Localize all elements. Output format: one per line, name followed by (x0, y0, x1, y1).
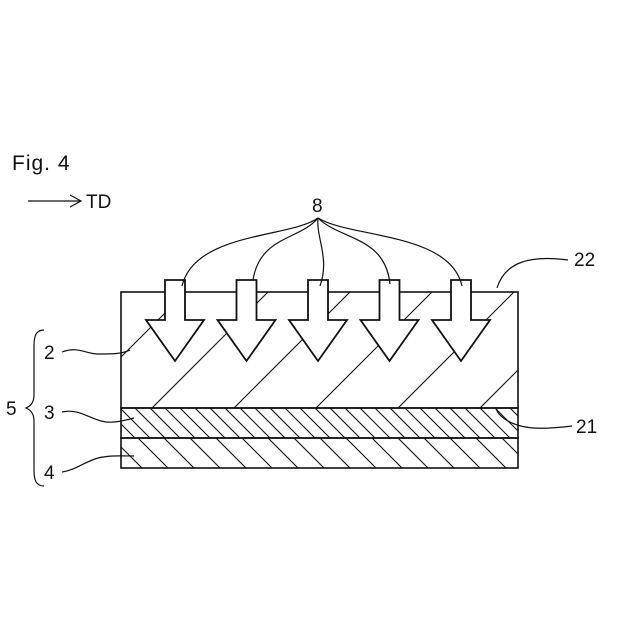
laminate-label: 5 (6, 399, 17, 420)
hatch-line (105, 408, 135, 438)
hatch-line (164, 438, 194, 468)
leader-line-4 (62, 456, 134, 472)
hatch-line (375, 408, 405, 438)
leader-line-21 (496, 407, 572, 428)
layer-4-hatching (60, 438, 584, 468)
hatch-line (528, 438, 558, 468)
laminate-brace (26, 330, 44, 486)
hatch-line (242, 438, 272, 468)
hatch-line (225, 408, 255, 438)
hatch-line (390, 408, 420, 438)
hatch-line (424, 438, 454, 468)
hatch-line (346, 438, 376, 468)
hatch-line (316, 292, 432, 408)
hatch-line (480, 408, 510, 438)
interface-label: 21 (576, 417, 597, 438)
leader-lines-8 (182, 218, 462, 286)
hatch-line (190, 438, 220, 468)
layer-3-label: 3 (44, 403, 55, 424)
hatch-line (360, 408, 390, 438)
hatch-line (294, 438, 324, 468)
top-surface-label: 22 (574, 250, 595, 271)
hatch-line (268, 438, 298, 468)
layer-4-label: 4 (44, 463, 55, 484)
hatch-line (216, 438, 246, 468)
hatch-line (435, 408, 465, 438)
hatch-line (255, 408, 285, 438)
hatch-line (510, 408, 540, 438)
hatch-line (495, 408, 525, 438)
hatch-line (502, 438, 532, 468)
hatch-line (90, 408, 120, 438)
hatch-line (450, 408, 480, 438)
hatch-line (525, 408, 555, 438)
hatch-line (465, 408, 495, 438)
layer-2-hatching (70, 292, 640, 408)
hatch-line (112, 438, 142, 468)
leader-line-22 (497, 258, 568, 288)
hatch-line (270, 408, 300, 438)
hatch-line (554, 438, 584, 468)
hatch-line (320, 438, 350, 468)
hatch-line (138, 438, 168, 468)
hatch-line (210, 408, 240, 438)
direction-label: TD (86, 192, 111, 213)
hatch-line (180, 408, 210, 438)
layer-3-hatching (60, 408, 585, 438)
hatch-line (240, 408, 270, 438)
hatch-line (398, 438, 428, 468)
figure-title: Fig. 4 (12, 152, 71, 175)
hatch-line (300, 408, 330, 438)
hatch-line (562, 292, 640, 408)
hatch-line (405, 408, 435, 438)
hatch-line (480, 292, 596, 408)
hatch-line (135, 408, 165, 438)
td-direction-arrow (28, 195, 81, 207)
hatch-line (120, 408, 150, 438)
hatch-line (372, 438, 402, 468)
leader-line-3 (62, 411, 134, 422)
hatch-line (195, 408, 225, 438)
hatch-line (345, 408, 375, 438)
hatch-line (315, 408, 345, 438)
hatch-line (540, 408, 570, 438)
hatch-line (150, 408, 180, 438)
hatch-line (86, 438, 116, 468)
arrows-label: 8 (312, 196, 323, 217)
hatch-line (330, 408, 360, 438)
hatch-line (420, 408, 450, 438)
hatch-line (165, 408, 195, 438)
hatch-line (285, 408, 315, 438)
hatch-line (476, 438, 506, 468)
leader-line-2 (62, 350, 130, 354)
layer-2-label: 2 (44, 343, 55, 364)
hatch-line (60, 408, 90, 438)
hatch-line (450, 438, 480, 468)
